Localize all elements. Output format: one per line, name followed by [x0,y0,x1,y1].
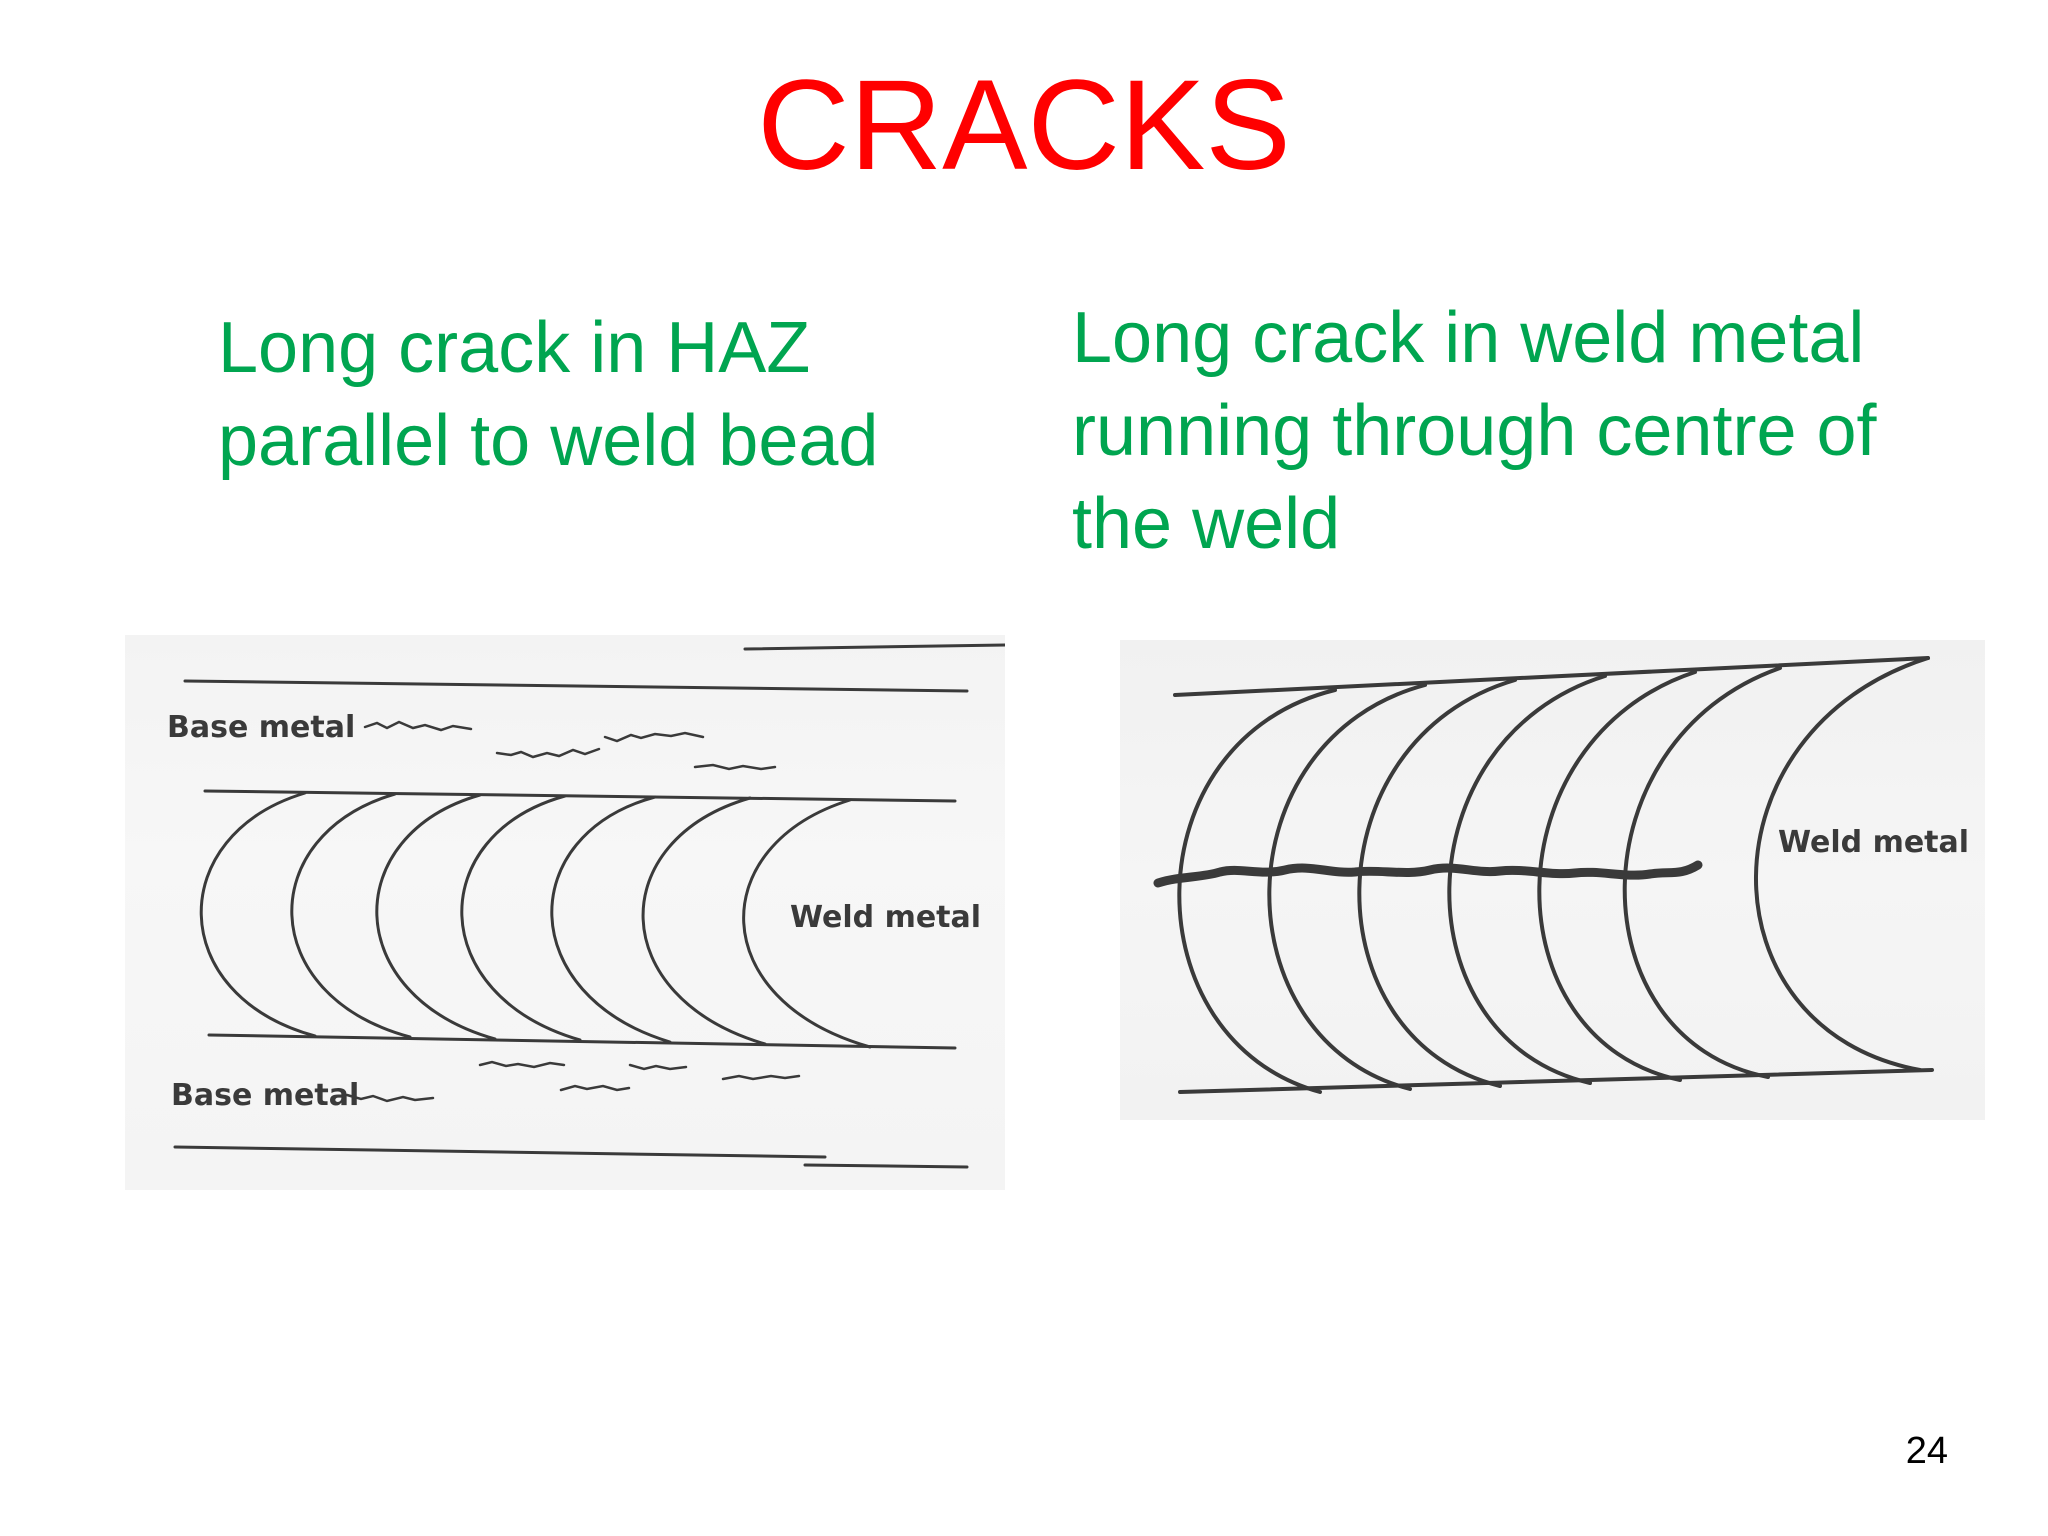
ripple-7 [742,798,872,1049]
weld-ripple-5 [1537,670,1697,1082]
weld-metal-label-left: Weld metal [790,900,981,935]
haz-crack-top-4 [693,763,777,771]
right-caption-line-3: the weld [1072,484,1341,564]
bottom-edge-line [803,1163,969,1169]
weld-ripple-1 [1177,688,1337,1094]
bottom-outer-line [173,1145,827,1159]
base-metal-bottom-label: Base metal [171,1078,359,1113]
ripple-5 [550,795,672,1044]
centreline-crack [1153,860,1703,888]
ripple-3 [375,793,497,1041]
top-outer-line [183,679,969,693]
weld-ripple-2 [1267,683,1427,1091]
ripple-1 [199,791,317,1038]
haz-crack-bottom-2 [478,1060,566,1069]
haz-crack-top-2 [495,747,601,759]
weld-ripple-4 [1447,674,1607,1085]
haz-crack-top-1 [363,720,473,732]
haz-crack-bottom-1 [345,1093,435,1103]
weld-ripple-3 [1357,678,1517,1088]
haz-crack-drawing: Base metal Weld metal Base metal [167,643,1005,1169]
haz-crack-bottom-4 [628,1063,688,1071]
left-caption-line-1: Long crack in HAZ [218,308,811,388]
page-number: 24 [1905,1430,1948,1472]
right-caption: Long crack in weld metal running through… [1072,292,1877,571]
ripple-4 [460,794,582,1042]
weld-metal-crack-drawing: Weld metal [1153,656,1969,1094]
haz-crack-diagram: Base metal Weld metal Base metal [125,635,1005,1190]
weld-metal-crack-diagram: Weld metal [1120,640,1985,1120]
weld-top-edge [1173,656,1930,697]
left-caption-line-2: parallel to weld bead [218,401,879,481]
bottom-fusion-line [207,1033,957,1050]
weld-ripple-7 [1754,656,1930,1072]
slide-title: CRACKS [757,54,1291,197]
haz-crack-bottom-5 [721,1074,801,1081]
haz-crack-bottom-3 [559,1084,631,1092]
right-caption-line-2: running through centre of [1072,391,1877,471]
left-caption: Long crack in HAZ parallel to weld bead [218,302,878,488]
ripple-6 [641,796,767,1046]
weld-ripple-6 [1622,666,1782,1079]
base-metal-top-label: Base metal [167,710,355,745]
haz-crack-top-3 [603,731,705,743]
top-fusion-line [203,789,957,803]
ripple-2 [290,792,412,1039]
weld-metal-label-right: Weld metal [1778,825,1969,860]
top-edge-line [743,643,1005,651]
right-caption-line-1: Long crack in weld metal [1072,298,1865,378]
